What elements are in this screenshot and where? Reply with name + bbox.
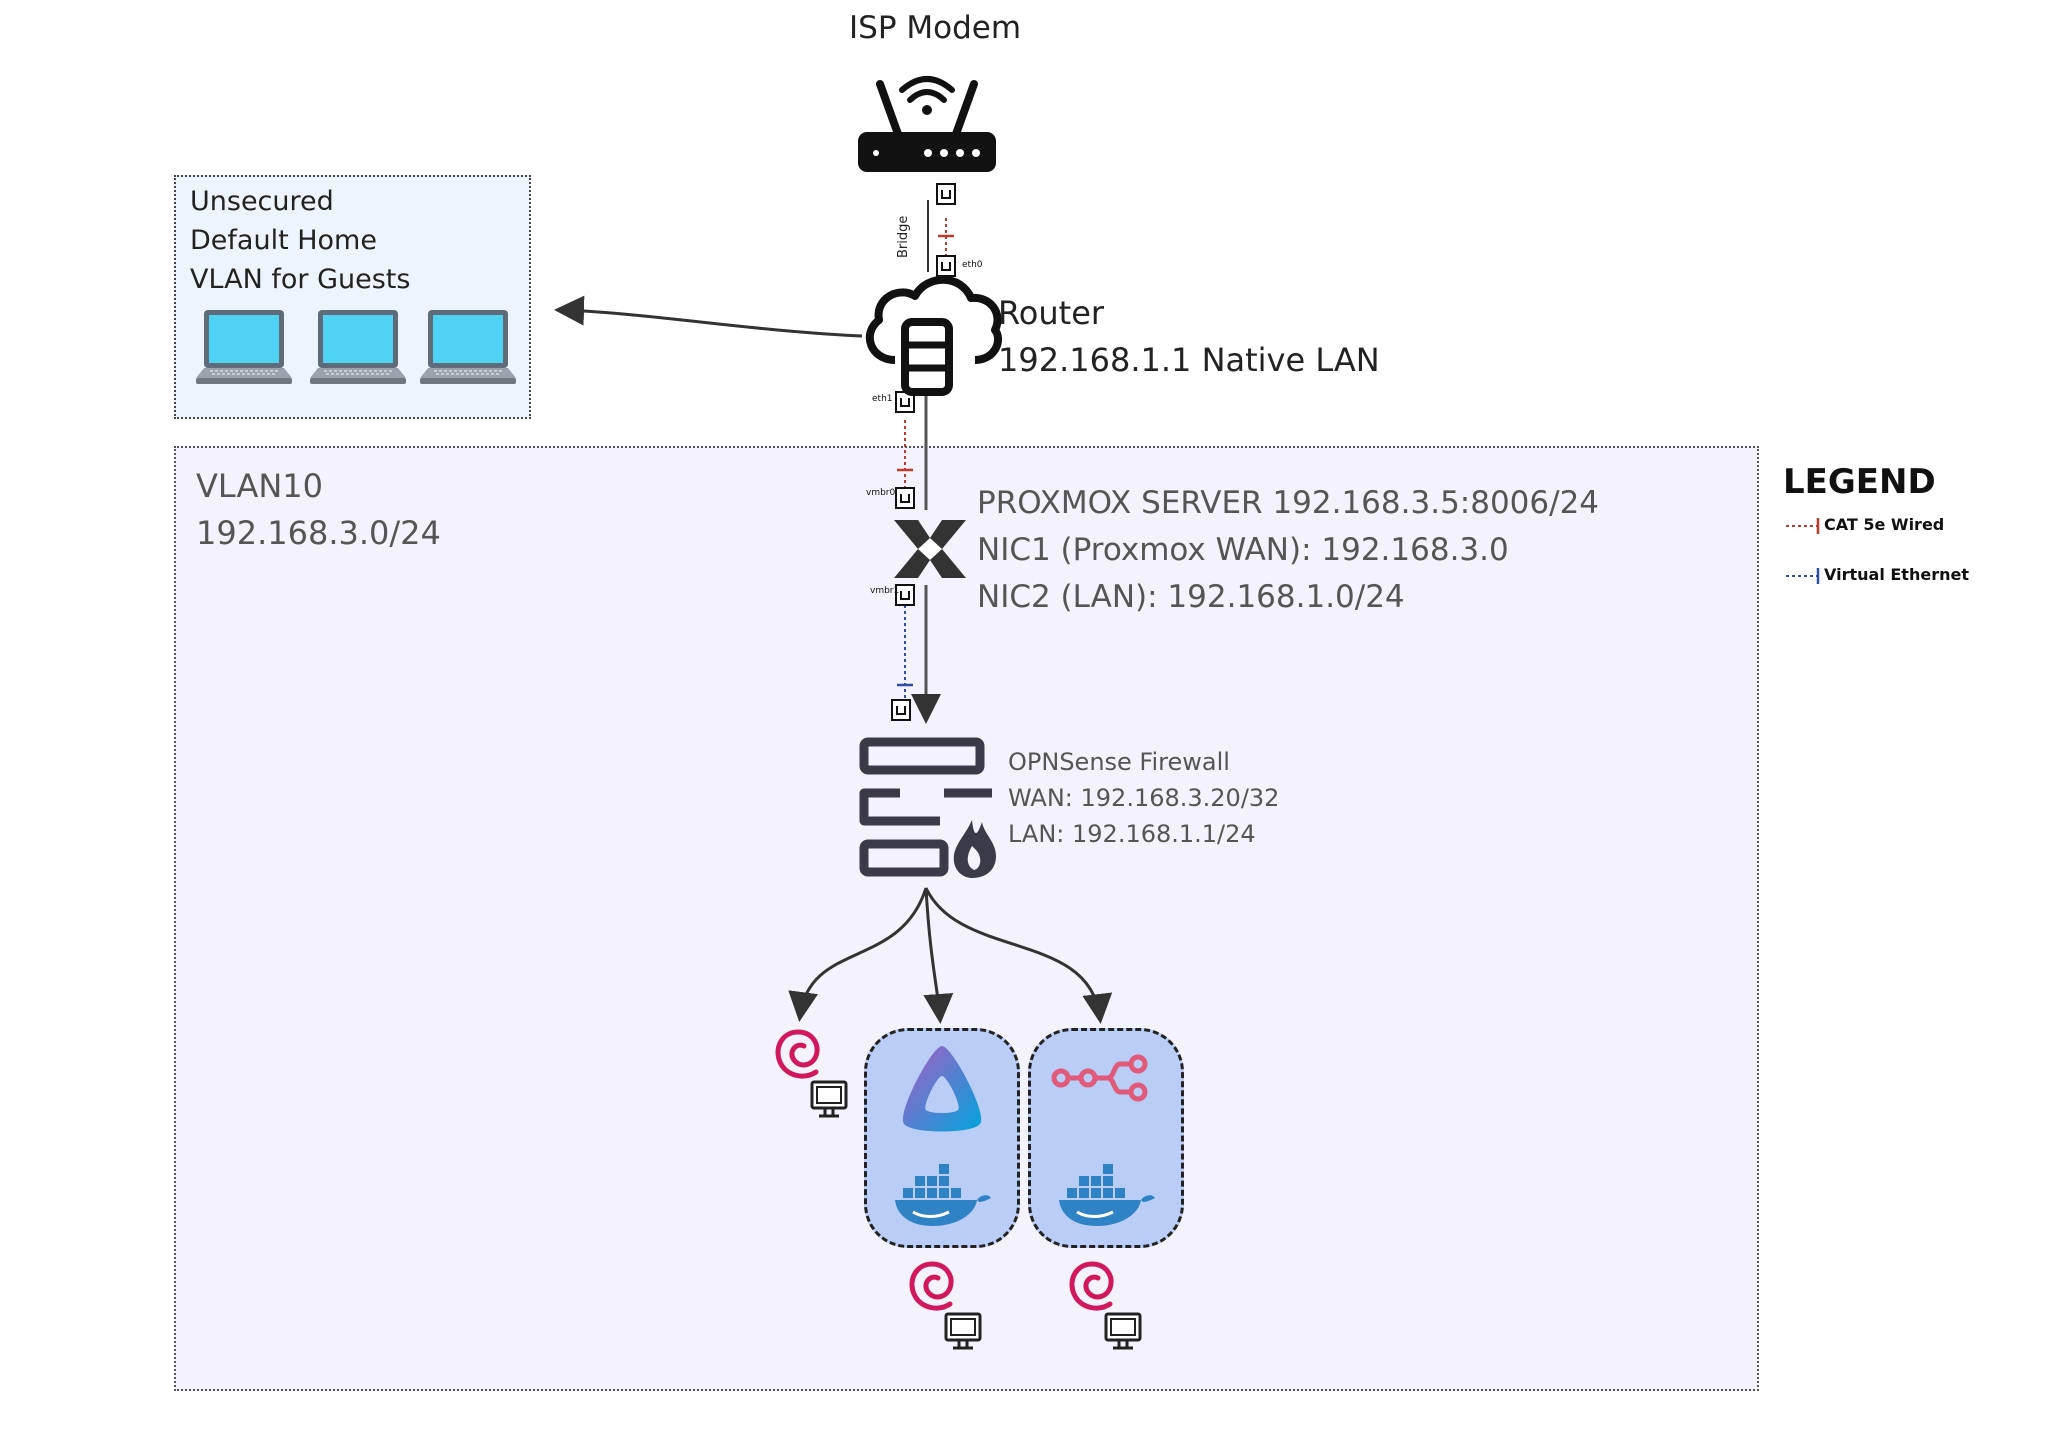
vmbr1-port-label: vmbr1 xyxy=(870,586,900,596)
monitor-icon xyxy=(944,1312,982,1350)
modem-title: ISP Modem xyxy=(849,10,1022,46)
debian-icon xyxy=(1072,1264,1111,1308)
laptop-icon xyxy=(309,309,407,385)
proxmox-line-2: NIC1 (Proxmox WAN): 192.168.3.0 xyxy=(977,532,1509,568)
debian-icon xyxy=(912,1264,951,1308)
fw-to-debian-arrow xyxy=(788,887,928,1022)
proxmox-label: PROXMOX SERVER 192.168.3.5:8006/24 NIC1 … xyxy=(977,480,1599,621)
vmbr0-port-icon xyxy=(895,487,915,509)
eth0-port-label: eth0 xyxy=(962,260,983,270)
guest-line-2: Default Home xyxy=(190,225,377,256)
guest-line-3: VLAN for Guests xyxy=(190,264,411,295)
router-to-guest-arrow xyxy=(554,295,863,338)
proxmox-line-3: NIC2 (LAN): 192.168.1.0/24 xyxy=(977,579,1405,615)
monitor-icon xyxy=(810,1080,848,1118)
firewall-port-icon xyxy=(891,699,911,721)
cloud-server-icon xyxy=(865,275,1003,396)
fw-to-jellyfin-arrow xyxy=(923,887,954,1024)
firewall-label: OPNSense Firewall WAN: 192.168.3.20/32 L… xyxy=(1008,744,1279,852)
laptop-icon xyxy=(419,309,517,385)
legend-virtual-label: Virtual Ethernet xyxy=(1824,565,1969,584)
guest-line-1: Unsecured xyxy=(190,186,334,217)
vmbr0-port-label: vmbr0 xyxy=(866,488,896,498)
firewall-icon xyxy=(859,737,996,878)
n8n-container-box xyxy=(1028,1028,1184,1248)
laptop-icon xyxy=(195,309,293,385)
router-label: Router 192.168.1.1 Native LAN xyxy=(998,290,1380,384)
guest-zone-label: Unsecured Default Home VLAN for Guests xyxy=(190,182,410,299)
eth1-port-label: eth1 xyxy=(872,394,893,404)
firewall-line-3: LAN: 192.168.1.1/24 xyxy=(1008,820,1256,848)
firewall-line-2: WAN: 192.168.3.20/32 xyxy=(1008,784,1280,812)
vlan-label: VLAN10 192.168.3.0/24 xyxy=(196,463,441,557)
vlan-subnet: 192.168.3.0/24 xyxy=(196,514,441,552)
proxmox-icon xyxy=(894,520,966,578)
legend-title: LEGEND xyxy=(1783,462,1936,502)
proxmox-line-1: PROXMOX SERVER 192.168.3.5:8006/24 xyxy=(977,485,1600,521)
router-subtitle: 192.168.1.1 Native LAN xyxy=(998,341,1380,379)
legend-wired-label: CAT 5e Wired xyxy=(1824,515,1945,534)
firewall-line-1: OPNSense Firewall xyxy=(1008,748,1230,776)
router-title: Router xyxy=(998,294,1105,332)
debian-icon xyxy=(778,1032,817,1076)
jellyfin-container-box xyxy=(864,1028,1020,1248)
eth0-port-icon xyxy=(936,255,956,277)
wifi-router-icon xyxy=(858,76,996,172)
bridge-label: Bridge xyxy=(896,215,911,258)
modem-port-icon xyxy=(936,183,956,205)
vlan-name: VLAN10 xyxy=(196,467,323,505)
fw-to-n8n-arrow xyxy=(924,887,1113,1024)
monitor-icon xyxy=(1104,1312,1142,1350)
